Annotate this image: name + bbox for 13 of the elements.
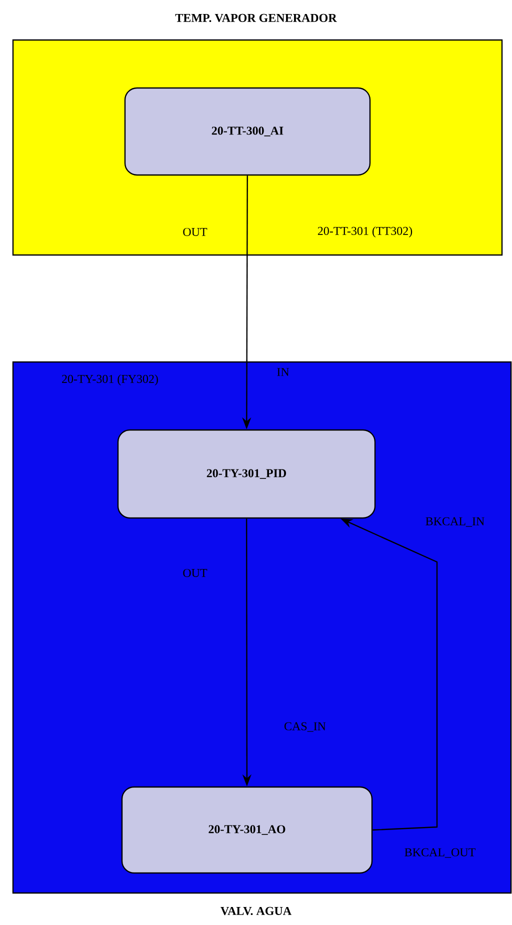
port-label: OUT bbox=[182, 568, 208, 578]
group-label: 20-TY-301 (FY302) bbox=[62, 374, 158, 386]
heading-text: VALV. AGUA bbox=[220, 906, 292, 916]
port-label: CAS_IN bbox=[283, 721, 327, 733]
block-box: 20-TT-300_AI bbox=[124, 87, 371, 176]
heading-text: TEMP. VAPOR GENERADOR bbox=[175, 14, 337, 22]
group-label: 20-TT-301 (TT302) bbox=[318, 226, 412, 238]
port-label: OUT bbox=[182, 226, 208, 238]
block-box: 20-TY-301_PID bbox=[117, 429, 376, 519]
port-label: BKCAL_IN bbox=[424, 516, 486, 528]
port-label: BKCAL_OUT bbox=[403, 847, 477, 859]
port-label: IN bbox=[276, 367, 290, 377]
block-box: 20-TY-301_AO bbox=[121, 786, 373, 874]
